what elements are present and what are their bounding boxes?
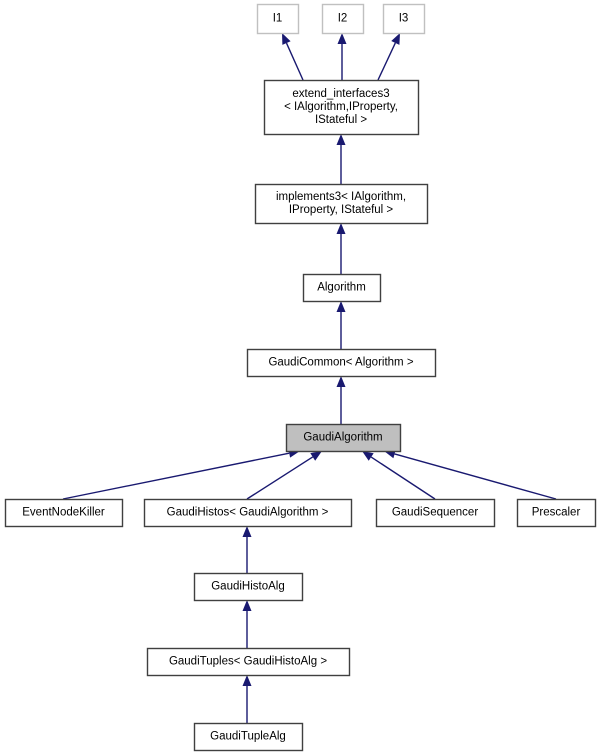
inheritance-edge bbox=[336, 376, 346, 424]
inheritance-arrowhead-icon bbox=[336, 223, 346, 234]
inheritance-edge bbox=[282, 33, 304, 81]
class-node-label: IStateful > bbox=[315, 114, 367, 126]
inheritance-arrowhead-icon bbox=[242, 600, 252, 611]
class-node-label: < IAlgorithm,IProperty, bbox=[284, 101, 398, 113]
edge-line bbox=[62, 452, 290, 500]
class-node-box[interactable] bbox=[302, 273, 382, 303]
inheritance-edge bbox=[336, 223, 346, 274]
class-node-label: EventNodeKiller bbox=[22, 507, 105, 519]
class-node-gaudituples[interactable]: GaudiTuples< GaudiHistoAlg > bbox=[146, 647, 351, 677]
inheritance-edge bbox=[62, 448, 300, 500]
class-node-i1[interactable]: I1 bbox=[256, 3, 300, 35]
inheritance-arrowhead-icon bbox=[362, 451, 374, 461]
class-node-gaudicommon[interactable]: GaudiCommon< Algorithm > bbox=[246, 348, 437, 378]
inheritance-edge bbox=[336, 134, 346, 184]
class-node-box[interactable] bbox=[321, 3, 365, 35]
inheritance-arrowhead-icon bbox=[242, 675, 252, 686]
class-node-implements3[interactable]: implements3< IAlgorithm,IProperty, IStat… bbox=[254, 183, 429, 225]
class-node-prescaler[interactable]: Prescaler bbox=[516, 498, 597, 528]
inheritance-edge bbox=[384, 449, 557, 500]
inheritance-edge bbox=[377, 33, 400, 81]
class-node-box[interactable] bbox=[143, 498, 353, 528]
inheritance-edge bbox=[246, 451, 322, 500]
class-node-box[interactable] bbox=[146, 647, 351, 677]
edge-line bbox=[377, 42, 396, 81]
class-node-label: Algorithm bbox=[317, 282, 366, 294]
class-node-algorithm[interactable]: Algorithm bbox=[302, 273, 382, 303]
inheritance-arrowhead-icon bbox=[391, 33, 400, 45]
class-node-i2[interactable]: I2 bbox=[321, 3, 365, 35]
inheritance-edge bbox=[242, 526, 252, 573]
class-node-box[interactable] bbox=[285, 423, 402, 453]
edge-line bbox=[394, 453, 557, 500]
class-node-box[interactable] bbox=[4, 498, 124, 528]
inheritance-edge bbox=[242, 675, 252, 723]
class-node-box[interactable] bbox=[254, 183, 429, 225]
class-node-label: GaudiHistos< GaudiAlgorithm > bbox=[167, 507, 329, 519]
inheritance-arrowhead-icon bbox=[337, 33, 347, 44]
class-node-label: extend_interfaces3 bbox=[292, 88, 389, 100]
class-node-gaudituplealg[interactable]: GaudiTupleAlg bbox=[193, 722, 304, 752]
inheritance-arrowhead-icon bbox=[282, 33, 291, 45]
edge-line bbox=[285, 42, 304, 81]
class-node-label: I2 bbox=[338, 13, 348, 25]
inheritance-arrowhead-icon bbox=[242, 526, 252, 537]
class-node-label: GaudiSequencer bbox=[392, 507, 478, 519]
class-node-box[interactable] bbox=[246, 348, 437, 378]
edge-line bbox=[246, 456, 314, 500]
inheritance-arrowhead-icon bbox=[336, 301, 346, 312]
inheritance-edge bbox=[362, 451, 436, 500]
class-node-box[interactable] bbox=[382, 3, 426, 35]
class-node-label: implements3< IAlgorithm, bbox=[276, 191, 406, 203]
inheritance-edge bbox=[242, 600, 252, 648]
edges-layer bbox=[62, 33, 557, 723]
edge-line bbox=[370, 456, 436, 500]
nodes-layer: I1 I2 I3 extend_interfaces3< IAlgorithm,IPr… bbox=[4, 3, 597, 752]
class-node-gaudihistos[interactable]: GaudiHistos< GaudiAlgorithm > bbox=[143, 498, 353, 528]
inheritance-arrowhead-icon bbox=[336, 376, 346, 387]
class-node-box[interactable] bbox=[193, 722, 304, 752]
class-node-i3[interactable]: I3 bbox=[382, 3, 426, 35]
class-node-label: GaudiTuples< GaudiHistoAlg > bbox=[169, 656, 327, 668]
class-node-extend_interfaces3[interactable]: extend_interfaces3< IAlgorithm,IProperty… bbox=[263, 79, 420, 136]
class-node-gaudisequencer[interactable]: GaudiSequencer bbox=[375, 498, 496, 528]
class-node-label: GaudiCommon< Algorithm > bbox=[268, 357, 413, 369]
class-node-box[interactable] bbox=[516, 498, 597, 528]
class-node-eventnodekiller[interactable]: EventNodeKiller bbox=[4, 498, 124, 528]
class-node-box[interactable] bbox=[263, 79, 420, 136]
class-node-label: Prescaler bbox=[532, 507, 581, 519]
inheritance-edge bbox=[336, 301, 346, 349]
class-node-label: GaudiTupleAlg bbox=[210, 731, 286, 743]
class-node-gaudihistoalg[interactable]: GaudiHistoAlg bbox=[193, 572, 304, 602]
inheritance-arrowhead-icon bbox=[310, 451, 322, 461]
class-node-box[interactable] bbox=[375, 498, 496, 528]
class-node-label: I1 bbox=[273, 13, 283, 25]
class-node-gaudialgorithm[interactable]: GaudiAlgorithm bbox=[285, 423, 402, 453]
inheritance-arrowhead-icon bbox=[336, 134, 346, 145]
class-node-label: I3 bbox=[399, 13, 409, 25]
class-node-box[interactable] bbox=[256, 3, 300, 35]
inheritance-edge bbox=[337, 33, 347, 80]
class-node-label: GaudiHistoAlg bbox=[211, 581, 285, 593]
class-node-box[interactable] bbox=[193, 572, 304, 602]
class-node-label: IProperty, IStateful > bbox=[289, 204, 394, 216]
class-node-label: GaudiAlgorithm bbox=[303, 432, 382, 444]
